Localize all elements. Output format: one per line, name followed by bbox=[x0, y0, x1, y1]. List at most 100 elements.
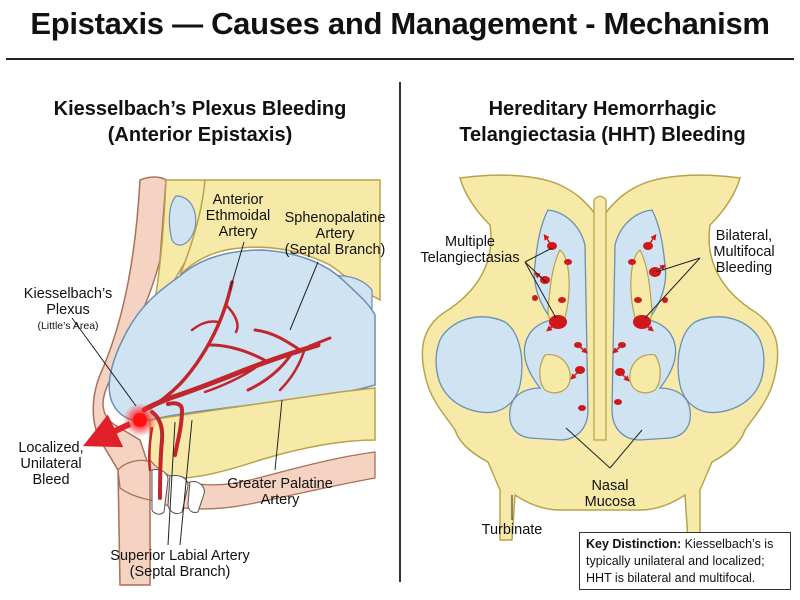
label-multiple-telangiectasias: Multiple Telangiectasias bbox=[410, 234, 530, 266]
sphenopalatine-branch bbox=[308, 336, 332, 348]
right-inferior-turbinate bbox=[629, 353, 661, 394]
label-line: Superior Labial Artery bbox=[110, 548, 250, 564]
label-line: Mucosa bbox=[584, 494, 636, 510]
label-line: Multifocal bbox=[713, 244, 775, 260]
left-title-line-2: (Anterior Epistaxis) bbox=[107, 124, 293, 146]
label-line: Nasal bbox=[591, 478, 629, 494]
leader-superior-labial bbox=[167, 421, 176, 546]
left-title-line-1: Kiesselbach’s Plexus Bleeding bbox=[53, 98, 347, 120]
bleed-arrow-small bbox=[612, 344, 623, 354]
label-line: Anterior bbox=[212, 192, 264, 208]
title-underline bbox=[6, 58, 794, 60]
leader-multiple-tel-2 bbox=[524, 261, 547, 283]
label-line: Unilateral bbox=[20, 456, 82, 472]
right-maxillary-sinus bbox=[677, 316, 765, 414]
left-maxillary-sinus bbox=[435, 316, 523, 414]
anterior-ethmoidal-branch bbox=[190, 320, 220, 332]
telangiectasia-spot bbox=[628, 259, 636, 265]
telangiectasia-spot bbox=[564, 259, 572, 265]
label-line: Artery bbox=[260, 492, 300, 508]
bleed-arrows bbox=[534, 234, 666, 382]
leader-kiesselbach bbox=[71, 317, 137, 407]
label-line: Sphenopalatine bbox=[284, 210, 386, 226]
anterior-ethmoidal-artery bbox=[148, 280, 234, 410]
telangiectasia-spot bbox=[558, 297, 566, 303]
sphenopalatine-branch bbox=[203, 366, 257, 394]
label-localized-bleed: Localized, Unilateral Bleed bbox=[6, 440, 96, 488]
label-nasal-mucosa: Nasal Mucosa bbox=[570, 478, 650, 510]
label-littles-area: (Little’s Area) bbox=[37, 320, 99, 332]
telangiectasia-spot bbox=[578, 405, 586, 411]
label-line: (Septal Branch) bbox=[129, 564, 231, 580]
leader-multiple-tel-3 bbox=[524, 261, 557, 319]
label-line: Artery bbox=[315, 226, 355, 242]
sphenopalatine-branch bbox=[246, 354, 292, 392]
key-distinction-box: Key Distinction: Kiesselbach’s is typica… bbox=[579, 532, 791, 590]
telangiectasia-spot bbox=[532, 295, 538, 301]
greater-palatine-artery bbox=[166, 401, 185, 457]
leader-multiple-tel-1 bbox=[524, 247, 553, 263]
label-line: Artery bbox=[218, 224, 258, 240]
right-anatomy bbox=[421, 174, 779, 541]
leader-greater-palatine bbox=[274, 399, 283, 471]
bleed-arrow-small bbox=[546, 321, 559, 332]
label-line: Bilateral, bbox=[715, 228, 773, 244]
panel-divider bbox=[399, 82, 401, 582]
leader-anterior-ethmoidal bbox=[229, 241, 245, 291]
label-line: Bleed bbox=[32, 472, 70, 488]
label-turbinate: Turbinate bbox=[481, 522, 543, 538]
right-leader-lines bbox=[511, 247, 701, 520]
leader-nasal-mucosa-1 bbox=[565, 427, 611, 469]
bleed-arrow-small bbox=[647, 234, 657, 247]
leader-sphenopalatine bbox=[289, 261, 319, 331]
label-line: Plexus bbox=[46, 302, 90, 318]
telangiectasia-spot bbox=[614, 399, 622, 405]
bleed-arrow-small bbox=[543, 234, 553, 247]
nasal-septum bbox=[593, 195, 607, 441]
kiesselbach-bleed-core bbox=[133, 413, 147, 427]
bleed-arrow-small bbox=[654, 264, 666, 273]
label-line: (Septal Branch) bbox=[284, 242, 386, 258]
label-line: Telangiectasias bbox=[420, 250, 520, 266]
incisor-tooth bbox=[187, 481, 205, 513]
sphenopalatine-branch bbox=[278, 346, 307, 392]
label-line: Multiple bbox=[445, 234, 495, 250]
bleed-arrow-small bbox=[619, 371, 630, 382]
label-kiesselbach-plexus: Kiesselbach’s Plexus bbox=[8, 286, 128, 318]
key-distinction-text: Kiesselbach’s is typically unilateral an… bbox=[586, 537, 774, 585]
right-title-line-2: Telangiectasia (HHT) Bleeding bbox=[459, 124, 746, 146]
frontal-sinus bbox=[168, 195, 197, 246]
leader-bilateral-2 bbox=[644, 257, 701, 319]
anterior-ethmoidal-branch bbox=[224, 303, 239, 334]
key-distinction-label: Key Distinction: bbox=[586, 537, 682, 551]
sphenopalatine-branch bbox=[208, 343, 270, 364]
label-line: Bleeding bbox=[715, 260, 773, 276]
bleed-arrow-small bbox=[577, 344, 588, 354]
label-anterior-ethmoidal-artery: Anterior Ethmoidal Artery bbox=[190, 192, 286, 240]
left-anatomy bbox=[71, 176, 381, 586]
arteries bbox=[141, 280, 332, 500]
sphenopalatine-branch bbox=[253, 328, 302, 352]
label-superior-labial-artery: Superior Labial Artery (Septal Branch) bbox=[80, 548, 280, 580]
leader-nasal-mucosa-2 bbox=[609, 429, 643, 469]
bleed-arrow-small bbox=[570, 369, 581, 380]
label-line: Localized, bbox=[18, 440, 84, 456]
right-panel-title: Hereditary Hemorrhagic Telangiectasia (H… bbox=[410, 96, 795, 148]
oral-mucosa bbox=[149, 451, 376, 510]
left-leader-lines bbox=[71, 241, 319, 546]
label-line: Greater Palatine bbox=[227, 476, 333, 492]
bleed-arrow bbox=[82, 414, 132, 448]
label-sphenopalatine-artery: Sphenopalatine Artery (Septal Branch) bbox=[270, 210, 400, 258]
leader-superior-labial-2 bbox=[179, 419, 193, 546]
left-panel-title: Kiesselbach’s Plexus Bleeding (Anterior … bbox=[20, 96, 380, 148]
superior-labial-artery bbox=[150, 410, 165, 500]
bleed-arrow-small bbox=[641, 321, 654, 332]
right-title-line-1: Hereditary Hemorrhagic bbox=[488, 98, 717, 120]
label-bilateral-multifocal-bleeding: Bilateral, Multifocal Bleeding bbox=[694, 228, 794, 276]
diagram-title: Epistaxis — Causes and Management - Mech… bbox=[30, 6, 770, 41]
leader-bilateral-1 bbox=[655, 257, 701, 273]
telangiectasia-spot bbox=[634, 297, 642, 303]
label-line: Ethmoidal bbox=[205, 208, 271, 224]
label-greater-palatine-artery: Greater Palatine Artery bbox=[220, 476, 340, 508]
